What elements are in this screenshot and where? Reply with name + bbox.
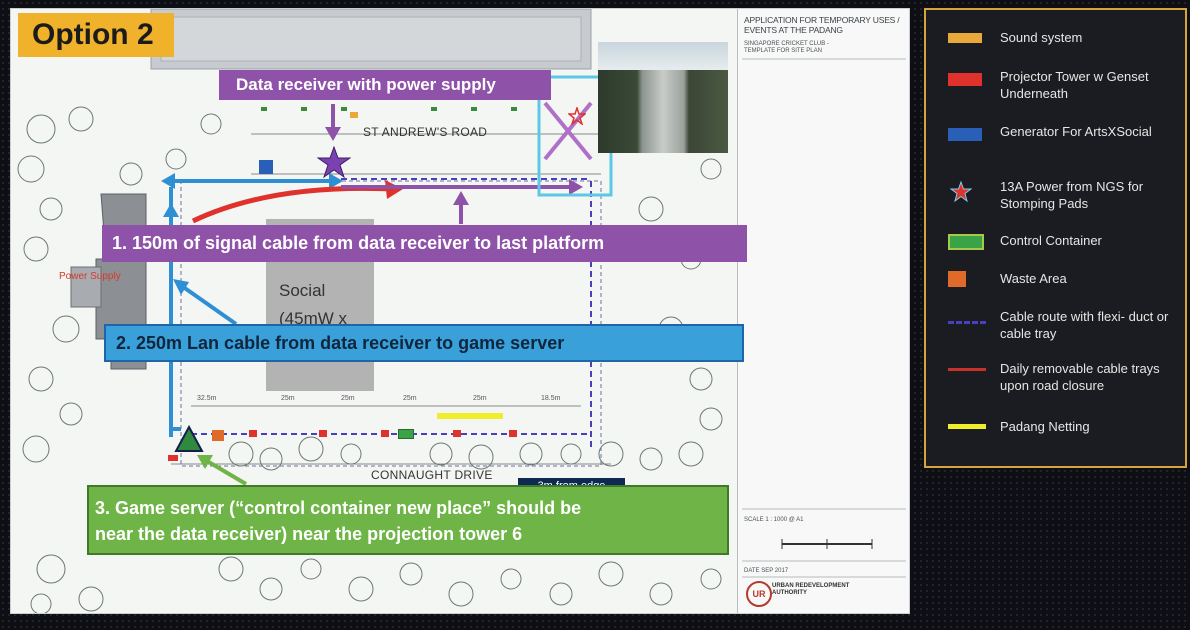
projector-tower-marker [319,430,327,437]
power-supply-label: Power Supply [59,271,121,282]
legend-label: Waste Area [1000,271,1067,286]
date-text: DATE SEP 2017 [744,568,789,574]
legend-label: Generator For ArtsXSocial [1000,124,1152,139]
generator-marker [259,160,273,174]
callout-lan-cable: 2. 250m Lan cable from data receiver to … [104,324,744,362]
legend-label: Daily removable cable trays upon road cl… [1000,361,1160,393]
scale-text: SCALE 1 : 1000 @ A1 [744,517,804,523]
red-line-icon [948,368,986,371]
blue-square-icon [948,128,982,141]
orange-waste-icon [948,271,966,287]
control-container-marker [398,429,414,439]
data-receiver-star-icon [317,146,351,179]
road-label-top: ST ANDREW'S ROAD [363,125,488,139]
dimension-label: 32.5m [197,395,217,402]
projector-tower-marker [168,455,178,461]
social-label: Social [279,281,326,300]
callout-game-server: 3. Game server (“control container new p… [87,485,729,555]
site-photo-sky [598,42,728,70]
dimension-label: 25m [473,395,487,402]
application-title: APPLICATION FOR TEMPORARY USES / EVENTS … [744,15,900,35]
game-server-triangle-icon [174,425,204,452]
dimension-label: 25m [281,395,295,402]
legend-label: Sound system [1000,30,1083,45]
red-star-icon [950,181,972,203]
green-container-icon [948,234,984,250]
legend-label: Padang Netting [1000,419,1090,434]
dimension-label: 25m [403,395,417,402]
sound-system-marker [350,112,358,118]
option-title: Option 2 [18,13,174,57]
projector-tower-marker [249,430,257,437]
club-name: SINGAPORE CRICKET CLUB - [744,41,829,47]
red-square-icon [948,73,982,86]
callout-game-server-line2: near the data receiver) near the project… [95,524,523,544]
orange-square-icon [948,33,982,43]
projector-tower-marker [509,430,517,437]
legend-label: Cable route with flexi- duct or cable tr… [1000,309,1169,341]
callout-signal-cable: 1. 150m of signal cable from data receiv… [102,225,747,262]
power-13a-star-icon [568,107,586,125]
title-block-grid [742,58,906,578]
legend: Sound system Projector Tower w Genset Un… [924,8,1187,468]
dimension-label: 18.5m [541,395,561,402]
projector-tower-marker [453,430,461,437]
projector-tower-marker [381,430,389,437]
authority-name: URBAN REDEVELOPMENT AUTHORITY [772,583,850,596]
callout-data-receiver: Data receiver with power supply [219,70,551,100]
legend-label: Control Container [1000,233,1102,248]
legend-label: Projector Tower w Genset Underneath [1000,69,1149,101]
callout-game-server-line1: 3. Game server (“control container new p… [95,498,582,518]
dimension-label: 25m [341,395,355,402]
social-size-label: (45mW x [279,309,347,328]
site-photo [598,42,728,153]
template-name: TEMPLATE FOR SITE PLAN [744,48,822,54]
road-label-bottom: CONNAUGHT DRIVE [371,468,493,482]
padang-netting-marker [437,413,503,419]
title-block: APPLICATION FOR TEMPORARY USES / EVENTS … [737,9,909,613]
legend-label: 13A Power from NGS for Stomping Pads [1000,179,1144,211]
ura-logo-icon: UR [746,581,772,607]
purple-dash-line-icon [948,321,986,324]
waste-area-marker [212,430,224,441]
yellow-line-icon [948,424,986,429]
